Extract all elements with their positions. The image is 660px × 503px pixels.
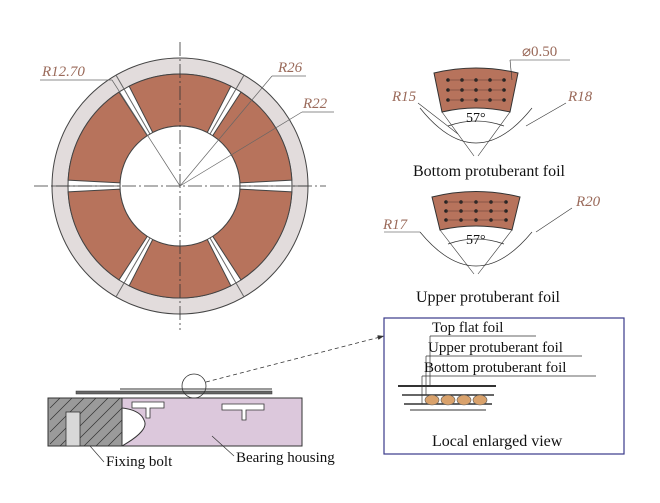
upper-foil-caption: Upper protuberant foil [416,289,561,306]
detail-leader [205,335,385,383]
bottom-angle-arc [447,120,505,127]
r-outer-label: R26 [277,60,303,76]
bottom-r-inner-leader [417,102,459,135]
enlarged-view: Top flat foil Upper protuberant foil Bot… [383,317,625,455]
pad-gap-line [115,74,151,135]
enlarged-view-title: Local enlarged view [432,433,563,450]
protuberance-bump [440,394,456,406]
r-mid-leader [179,111,303,187]
upper-r-outer-leader [535,207,573,233]
bottom-angle-label: 57° [466,111,486,126]
fixing-bolt-leader [89,445,105,463]
bottom-foil-caption: Bottom protuberant foil [413,163,566,180]
bottom-foil-view: R15 R18 ⌀0.50 57° Bottom protuberant foi… [391,44,593,180]
top-flat-foil-leader [429,335,536,386]
ring-view: R12.70 R26 R22 [34,42,334,330]
upper-right-ext [477,229,513,275]
pad-gap-line [115,237,151,298]
protuberance-bumps [424,394,488,406]
pad-gap-line [209,74,245,135]
bottom-outer-arc [419,107,533,144]
upper-r-outer-label: R20 [575,194,601,210]
bearing-housing-leader [211,435,235,457]
r-mid-label: R22 [302,96,328,112]
section-slot-left [131,401,165,419]
upper-angle-arc [447,238,505,245]
upper-outer-arc [419,231,533,267]
bottom-protuberant-foil-label: Bottom protuberant foil [424,360,566,376]
bottom-foil-dots [446,78,506,102]
upper-angle-label: 57° [466,233,486,248]
upper-r-inner-label: R17 [382,217,409,233]
upper-foil-dots [444,200,508,222]
bottom-r-outer-leader [525,102,567,127]
detail-circle [181,373,207,399]
bottom-right-ext [477,111,511,157]
pad-gap-line [209,237,245,298]
upper-foil-leader [425,355,582,395]
section-foil-strip [75,390,273,395]
protuberance-bump [456,394,472,406]
upper-left-ext [439,229,475,275]
bottom-diameter-leader [509,59,513,81]
section-left-block [47,397,123,447]
bottom-r-inner-label: R15 [391,89,417,105]
upper-foil-view: R17 R20 57° Upper protuberant foil [382,191,601,306]
fixing-bolt-label: Fixing bolt [106,454,173,470]
bottom-r-outer-label: R18 [567,89,593,105]
bearing-housing-label: Bearing housing [236,450,335,466]
section-slot-right [221,403,265,421]
top-flat-foil-label: Top flat foil [432,320,503,336]
section-view: Fixing bolt Bearing housing [47,335,385,470]
protuberance-bump [424,394,440,406]
fixing-bolt-body [65,411,81,447]
r-outer-leader [179,75,273,187]
protuberance-bump [472,394,488,406]
r-inner-leader [111,79,181,187]
upper-protuberant-foil-label: Upper protuberant foil [428,340,563,356]
bottom-diameter-label: ⌀0.50 [522,44,557,60]
bottom-foil-leader [421,375,596,404]
r-inner-label: R12.70 [41,64,85,80]
